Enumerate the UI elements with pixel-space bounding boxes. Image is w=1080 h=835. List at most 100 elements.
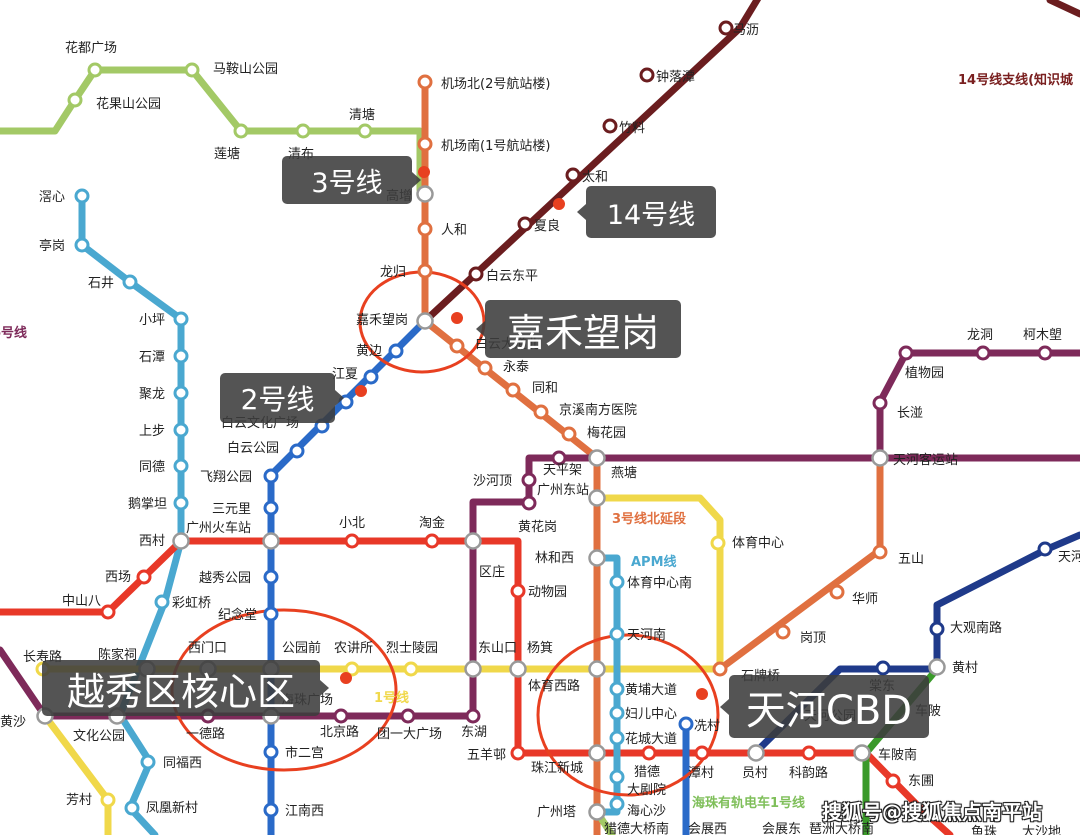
interchange-dongshankou[interactable] bbox=[464, 660, 482, 678]
station[interactable] bbox=[639, 67, 655, 83]
station[interactable] bbox=[521, 495, 537, 511]
station[interactable] bbox=[417, 136, 433, 152]
station[interactable] bbox=[333, 708, 349, 724]
interchange-yantang[interactable] bbox=[588, 449, 606, 467]
station[interactable] bbox=[289, 443, 305, 459]
station[interactable] bbox=[517, 216, 533, 232]
station[interactable] bbox=[609, 705, 625, 721]
station[interactable] bbox=[829, 584, 845, 600]
interchange-guangzhouta[interactable] bbox=[588, 803, 606, 821]
station[interactable] bbox=[87, 62, 103, 78]
interchange-xicun[interactable] bbox=[172, 532, 190, 550]
station[interactable] bbox=[801, 745, 817, 761]
station[interactable] bbox=[712, 661, 728, 677]
station[interactable] bbox=[295, 123, 311, 139]
station[interactable] bbox=[1037, 345, 1053, 361]
station[interactable] bbox=[533, 404, 549, 420]
station[interactable] bbox=[609, 769, 625, 785]
station[interactable] bbox=[263, 744, 279, 760]
station[interactable] bbox=[505, 382, 521, 398]
station[interactable] bbox=[417, 263, 433, 279]
station[interactable] bbox=[263, 500, 279, 516]
station[interactable] bbox=[678, 716, 694, 732]
station[interactable] bbox=[74, 237, 90, 253]
station[interactable] bbox=[233, 123, 249, 139]
station[interactable] bbox=[602, 118, 618, 134]
station[interactable] bbox=[403, 661, 419, 677]
station[interactable] bbox=[1037, 541, 1053, 557]
station[interactable] bbox=[521, 472, 537, 488]
station[interactable] bbox=[609, 681, 625, 697]
station[interactable] bbox=[154, 594, 170, 610]
station[interactable] bbox=[609, 730, 625, 746]
interchange-zhujiang[interactable] bbox=[588, 744, 606, 762]
station[interactable] bbox=[710, 535, 726, 551]
station[interactable] bbox=[388, 343, 404, 359]
station[interactable] bbox=[344, 661, 360, 677]
station[interactable] bbox=[357, 123, 373, 139]
station[interactable] bbox=[74, 188, 90, 204]
station[interactable] bbox=[510, 745, 526, 761]
station[interactable] bbox=[263, 569, 279, 585]
station[interactable] bbox=[100, 604, 116, 620]
station[interactable] bbox=[417, 74, 433, 90]
station[interactable] bbox=[872, 544, 888, 560]
interchange-chebeinan[interactable] bbox=[853, 744, 871, 762]
station-label: 杨箕 bbox=[527, 640, 553, 656]
station[interactable] bbox=[400, 708, 416, 724]
station[interactable] bbox=[184, 62, 200, 78]
station[interactable] bbox=[565, 167, 581, 183]
station[interactable] bbox=[872, 395, 888, 411]
interchange-gaozeng[interactable] bbox=[416, 185, 434, 203]
station[interactable] bbox=[344, 533, 360, 549]
station[interactable] bbox=[173, 422, 189, 438]
station[interactable] bbox=[173, 495, 189, 511]
station[interactable] bbox=[885, 773, 901, 789]
station[interactable] bbox=[468, 266, 484, 282]
station[interactable] bbox=[477, 360, 493, 376]
station[interactable] bbox=[465, 708, 481, 724]
station[interactable] bbox=[609, 626, 625, 642]
station[interactable] bbox=[173, 458, 189, 474]
station[interactable] bbox=[173, 385, 189, 401]
station[interactable] bbox=[775, 624, 791, 640]
interchange-dongzhan[interactable] bbox=[588, 489, 606, 507]
interchange-quzhuang[interactable] bbox=[464, 532, 482, 550]
station[interactable] bbox=[67, 92, 83, 108]
station[interactable] bbox=[417, 221, 433, 237]
station[interactable] bbox=[136, 569, 152, 585]
station[interactable] bbox=[694, 745, 710, 761]
station[interactable] bbox=[173, 311, 189, 327]
station[interactable] bbox=[875, 660, 891, 676]
interchange-keyunzhan[interactable] bbox=[871, 449, 889, 467]
station[interactable] bbox=[263, 468, 279, 484]
station[interactable] bbox=[263, 802, 279, 818]
station[interactable] bbox=[641, 745, 657, 761]
station[interactable] bbox=[363, 369, 379, 385]
station[interactable] bbox=[561, 426, 577, 442]
station[interactable] bbox=[975, 345, 991, 361]
station[interactable] bbox=[424, 533, 440, 549]
station[interactable] bbox=[173, 348, 189, 364]
station[interactable] bbox=[718, 20, 734, 36]
station[interactable] bbox=[100, 792, 116, 808]
interchange-jiahe[interactable] bbox=[416, 312, 434, 330]
station[interactable] bbox=[122, 274, 138, 290]
interchange-yuancun[interactable] bbox=[747, 744, 765, 762]
interchange-huangcun[interactable] bbox=[928, 658, 946, 676]
interchange-linhexi[interactable] bbox=[588, 549, 606, 567]
station[interactable] bbox=[263, 606, 279, 622]
interchange-tiyuxilu[interactable] bbox=[588, 660, 606, 678]
interchange-huochezhan[interactable] bbox=[262, 532, 280, 550]
station[interactable] bbox=[929, 621, 945, 637]
station[interactable] bbox=[140, 754, 156, 770]
station[interactable] bbox=[898, 345, 914, 361]
interchange-yangji[interactable] bbox=[509, 660, 527, 678]
station[interactable] bbox=[510, 583, 526, 599]
station[interactable] bbox=[124, 800, 140, 816]
station[interactable] bbox=[609, 574, 625, 590]
station[interactable] bbox=[551, 450, 567, 466]
station[interactable] bbox=[449, 338, 465, 354]
station-label: 机场北(2号航站楼) bbox=[441, 76, 550, 92]
station[interactable] bbox=[609, 796, 625, 812]
